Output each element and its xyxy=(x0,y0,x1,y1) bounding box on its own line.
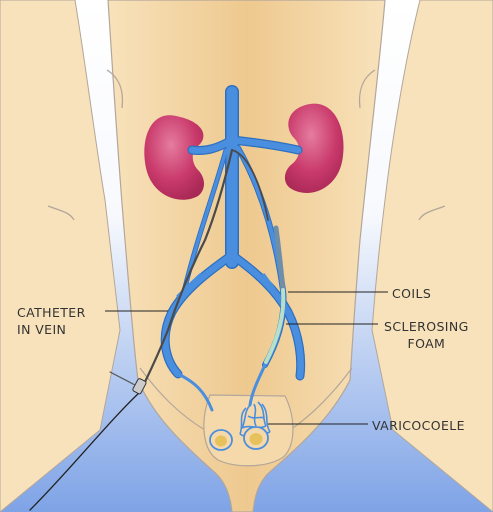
foam-label-line-1: SCLEROSING xyxy=(384,319,469,334)
catheter-label-line-2: IN VEIN xyxy=(17,322,67,337)
chest-contour-left xyxy=(106,69,124,109)
sclerosing-foam-segment xyxy=(264,288,286,364)
left-testis-inner xyxy=(215,435,227,447)
hip-contour-right xyxy=(418,205,446,221)
leader-lines xyxy=(105,291,388,425)
right-kidney xyxy=(284,103,344,193)
sclerosing-foam-label: SCLEROSING FOAM xyxy=(384,318,469,352)
embolization-coils xyxy=(273,225,286,293)
right-arm xyxy=(371,0,493,512)
catheter xyxy=(29,148,269,511)
catheter-label-line-1: CATHETER xyxy=(17,305,86,320)
groin-line-left xyxy=(139,367,206,431)
catheter-label: CATHETER IN VEIN xyxy=(17,304,86,338)
hip-contour-left xyxy=(47,205,75,221)
foam-label-line-2: FOAM xyxy=(407,336,446,351)
coils-label: COILS xyxy=(392,286,432,301)
chest-contour-right xyxy=(358,69,376,109)
right-testis-inner xyxy=(249,433,263,445)
groin-line-right xyxy=(289,367,353,431)
varicocoele-label: VARICOCOELE xyxy=(372,418,465,433)
left-kidney xyxy=(144,115,204,200)
